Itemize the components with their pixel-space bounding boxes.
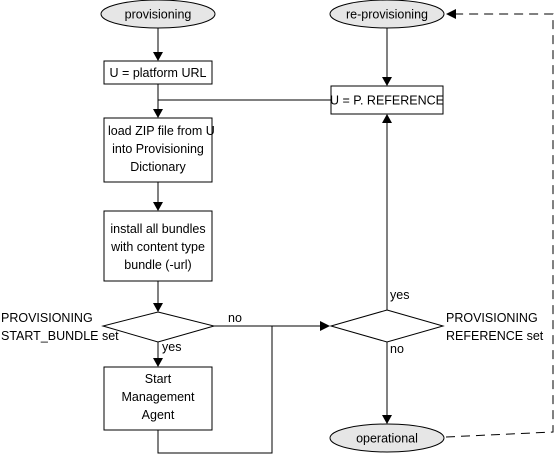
process-box (103, 210, 213, 282)
edges (153, 9, 554, 454)
edge-operational-to-reprovisioning-dashed (445, 13, 554, 438)
decision-reference-label-1: PROVISIONING (446, 311, 538, 325)
node-install-bundles-line-1: install all bundles (110, 222, 205, 236)
decision-diamond (101, 311, 216, 343)
decision-reference-yes: yes (390, 288, 409, 302)
node-reprovisioning-label: re-provisioning (346, 8, 428, 22)
process-box (103, 117, 213, 183)
end-oval (329, 423, 445, 453)
arrowhead (153, 109, 163, 118)
process-box (103, 366, 213, 431)
decision-reference: PROVISIONING REFERENCE set yes no (329, 288, 544, 356)
node-start-agent-line-2: Management (122, 390, 195, 404)
node-load-zip-line-1: load ZIP file from U (108, 124, 215, 138)
node-start-agent: Start Management Agent (103, 366, 213, 431)
process-box (330, 85, 444, 115)
node-provisioning-label: provisioning (125, 8, 192, 22)
decision-start-bundle-yes: yes (162, 340, 181, 354)
node-load-zip-line-2: into Provisioning (112, 142, 204, 156)
node-load-zip-line-3: Dictionary (130, 160, 186, 174)
arrowhead (320, 321, 330, 331)
node-install-bundles: install all bundles with content type bu… (103, 210, 213, 282)
node-install-bundles-line-3: bundle (-url) (124, 258, 191, 272)
arrowhead (153, 202, 163, 211)
arrowhead (382, 415, 392, 424)
node-reprovisioning: re-provisioning (329, 0, 445, 29)
edge-agent-to-reference-decision (157, 326, 273, 454)
start-oval (329, 0, 445, 29)
decision-start-bundle-label-1: PROVISIONING (1, 311, 93, 325)
node-operational: operational (329, 423, 445, 453)
decision-reference-label-2: REFERENCE set (446, 329, 544, 343)
node-reference-label: U = P. REFERENCE (330, 94, 444, 108)
process-box (103, 60, 213, 85)
decision-diamond (329, 309, 445, 343)
decision-start-bundle-no: no (228, 311, 242, 325)
node-install-bundles-line-2: with content type (110, 240, 205, 254)
arrowhead (382, 114, 392, 123)
node-reference: U = P. REFERENCE (330, 85, 444, 115)
node-load-zip: load ZIP file from U into Provisioning D… (103, 117, 215, 183)
node-start-agent-line-3: Agent (142, 408, 175, 422)
arrowhead (153, 52, 163, 61)
decision-reference-no: no (390, 342, 404, 356)
decision-start-bundle: PROVISIONING START_BUNDLE set no yes (1, 311, 242, 354)
node-platform-url-label: U = platform URL (110, 66, 207, 80)
arrowhead (153, 303, 163, 312)
start-oval (100, 0, 216, 29)
arrowhead (446, 9, 456, 19)
arrowhead (153, 358, 163, 367)
node-start-agent-line-1: Start (145, 372, 172, 386)
node-provisioning: provisioning (100, 0, 216, 29)
arrowhead (382, 77, 392, 86)
node-platform-url: U = platform URL (103, 60, 213, 85)
node-operational-label: operational (356, 432, 418, 446)
decision-start-bundle-label-2: START_BUNDLE set (1, 329, 119, 343)
